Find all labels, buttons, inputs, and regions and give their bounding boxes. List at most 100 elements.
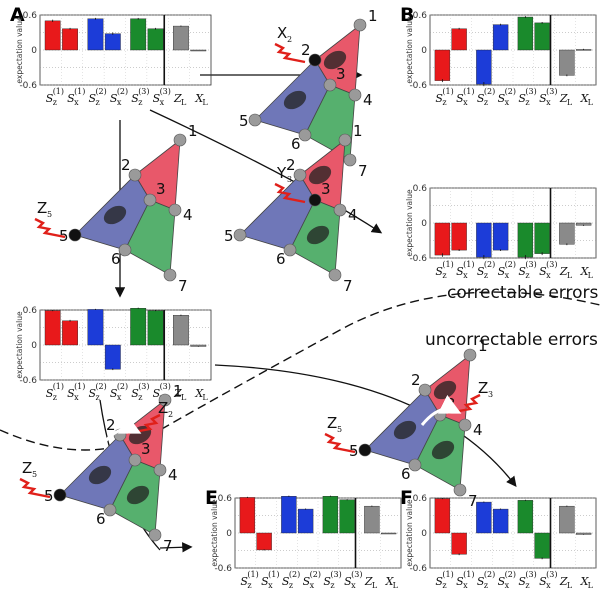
qubit-number: 1 (478, 337, 488, 355)
bar-2 (451, 28, 467, 51)
x-label-sup: (1) (268, 570, 279, 579)
qubit-number: 4 (363, 91, 373, 109)
bar-2 (451, 532, 467, 555)
qubit-number: 7 (178, 277, 188, 295)
panel-letter-A: A (10, 4, 25, 26)
x-label-sup: (2) (289, 570, 300, 579)
y-tick-label: 0 (421, 46, 427, 56)
syndrome-blue (103, 205, 127, 225)
y-tick-label: 0 (421, 219, 427, 229)
x-label-sup: (1) (463, 260, 474, 269)
x-label-sup: (1) (74, 87, 85, 96)
qubit-number: 2 (286, 156, 296, 174)
x-label: S (303, 575, 311, 588)
qubit-number: 4 (183, 206, 193, 224)
x-label-sup: (2) (95, 382, 106, 391)
syndrome-green (431, 440, 455, 460)
x-label-sub: z (442, 271, 446, 280)
qubit-4 (458, 418, 472, 432)
x-label: X (580, 575, 590, 588)
x-label-sub: z (289, 581, 293, 590)
qubit-number: 2 (411, 371, 421, 389)
error-arrow (274, 182, 306, 204)
qubit-number: 6 (96, 510, 106, 528)
x-label-sup: (1) (463, 87, 474, 96)
x-label: S (110, 387, 118, 400)
x-label: S (131, 92, 139, 105)
qubit-3 (323, 78, 337, 92)
x-label-sub: L (567, 271, 573, 280)
y-tick-label: 0.6 (218, 494, 233, 504)
qubit-7 (163, 268, 177, 282)
panel-letter-E: E (205, 487, 218, 509)
x-label-sup: (1) (247, 570, 258, 579)
bar-6 (534, 22, 550, 51)
qubit-number: 7 (468, 492, 478, 510)
error-label-sub: 5 (337, 425, 342, 434)
qubit-6 (103, 503, 117, 517)
qubit-1 (158, 393, 172, 407)
x-label-sup: (3) (546, 570, 557, 579)
x-label-sub: z (442, 581, 446, 590)
qubit-number: 2 (301, 41, 311, 59)
qubit-6 (283, 243, 297, 257)
bar-8 (190, 49, 207, 52)
bar-1 (44, 20, 61, 51)
y-tick-label: 0.6 (413, 184, 428, 194)
qubit-5 (53, 488, 67, 502)
x-label: S (131, 387, 139, 400)
bar-4 (297, 508, 314, 534)
x-label: S (435, 92, 443, 105)
x-label-sub: L (588, 271, 594, 280)
error-label: Y (276, 164, 287, 182)
x-label: S (477, 265, 485, 278)
x-label: S (498, 265, 506, 278)
bar-7 (364, 505, 380, 534)
x-label: S (435, 265, 443, 278)
bar-5 (517, 16, 534, 51)
qubit-number: 6 (276, 250, 286, 268)
x-label-sub: x (310, 581, 315, 590)
x-label: Z (173, 387, 182, 400)
x-label-sup: (1) (53, 382, 64, 391)
x-label-sup: (3) (525, 570, 536, 579)
x-label-sup: (2) (117, 382, 128, 391)
qubit-number: 6 (291, 135, 301, 153)
qubit-6 (408, 458, 422, 472)
y-tick-label: 0 (31, 46, 37, 56)
error-label: Z (37, 199, 47, 217)
swirl-arrow (420, 394, 462, 426)
qubit-7 (453, 483, 467, 497)
x-label-sup: (3) (525, 260, 536, 269)
x-label: X (385, 575, 395, 588)
x-label-sup: (2) (505, 260, 516, 269)
bar-2 (256, 532, 272, 551)
bar-4 (492, 222, 509, 251)
bar-6 (339, 499, 355, 534)
x-label-sub: z (525, 98, 529, 107)
x-label-sub: x (546, 581, 551, 590)
bar-6 (534, 532, 550, 559)
x-label-sup: (1) (442, 87, 453, 96)
x-label-sup: (3) (330, 570, 341, 579)
x-label-sub: L (202, 393, 208, 402)
x-label-sub: L (393, 581, 399, 590)
error-label-sub: 3 (287, 175, 292, 184)
x-label-sup: (2) (484, 87, 495, 96)
x-label-sup: (3) (160, 87, 171, 96)
x-label-sub: x (505, 581, 510, 590)
qubit-6 (118, 243, 132, 257)
x-label-sup: (3) (351, 570, 362, 579)
x-label: S (240, 575, 248, 588)
x-label: S (153, 92, 161, 105)
x-label-sub: x (268, 581, 273, 590)
qubit-number: 1 (368, 7, 378, 25)
qubit-1 (338, 133, 352, 147)
x-label: S (518, 265, 526, 278)
bar-4 (492, 24, 509, 51)
